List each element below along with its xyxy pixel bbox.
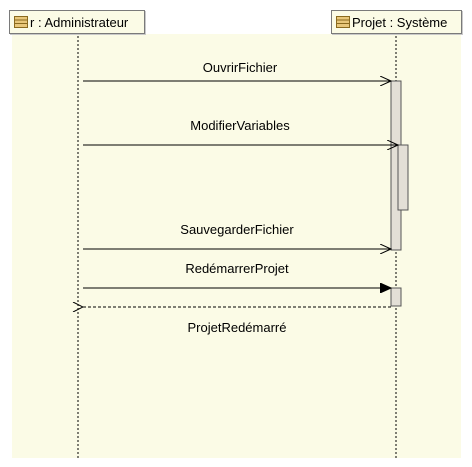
class-icon <box>336 16 350 28</box>
activation-bar-nested <box>397 144 409 211</box>
message-label-redemarrer[interactable]: RedémarrerProjet <box>185 261 289 276</box>
message-label-return[interactable]: ProjetRedémarré <box>187 320 287 335</box>
lifeline-header-systeme[interactable]: Projet : Système <box>331 10 462 34</box>
message-label-sauvegarder[interactable]: SauvegarderFichier <box>180 222 294 237</box>
message-label-modifier[interactable]: ModifierVariables <box>190 118 290 133</box>
class-icon <box>14 16 28 28</box>
lifeline-header-admin[interactable]: r : Administrateur <box>9 10 145 34</box>
lifeline-label-admin: r : Administrateur <box>30 14 129 30</box>
message-label-ouvrir[interactable]: OuvrirFichier <box>202 60 278 75</box>
activation-bar-restart <box>390 287 402 307</box>
lifeline-label-systeme: Projet : Système <box>352 14 448 30</box>
